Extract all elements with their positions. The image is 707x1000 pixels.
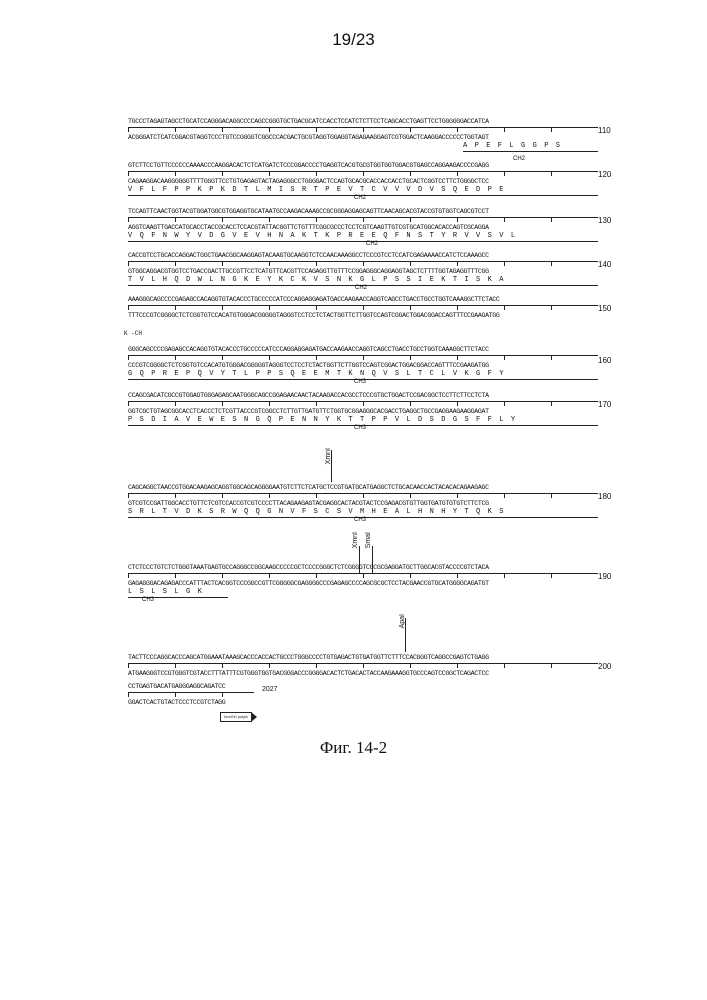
sequence-bottom-strand: GGACTCACTGTACTCCCTCCGTCTAGG (128, 699, 258, 707)
line-number: 200 (598, 662, 611, 671)
line-number: 160 (598, 356, 611, 365)
sequence-top-strand: TGCCCTAGAGTAGCCTGCATCCAGGGACAGGCCCCAGCCG… (128, 118, 598, 126)
sequence-ruler (128, 217, 598, 223)
feature-arrow: bovGH polyA (220, 712, 252, 722)
line-number: 170 (598, 400, 611, 409)
page-number: 19/23 (0, 30, 707, 50)
sequence-block-120: GTCTTCCTGTTCCCCCCAAAACCCAAGGACACTCTCATGA… (128, 162, 598, 196)
sequence-ruler (128, 305, 598, 311)
sequence-block-180: CAGCAGGCTAACCGTGGACAAGAGCAGGTGGCAGCAGGGG… (128, 484, 598, 518)
sequence-ruler (128, 493, 598, 499)
sequence-ruler (128, 573, 598, 579)
line-number: 150 (598, 304, 611, 313)
line-number: 180 (598, 492, 611, 501)
sequence-ruler (128, 127, 598, 133)
restriction-site-label: SmaI (365, 532, 372, 548)
sequence-bottom-strand: TTTCCCGTCGGGGCTCTCGGTGTCCACATGTGGGACGGGG… (128, 312, 598, 320)
amino-acid-translation: A P E F L G G P S (463, 142, 598, 152)
restriction-site-label: ApaI (399, 614, 406, 628)
sequence-ruler (128, 261, 598, 267)
sequence-bottom-strand: ACGGGATCTCATCGGACGTAGGTCCCTGTCCGGGGTCGGC… (128, 134, 598, 142)
sequence-top-strand: TACTTCCCAGGCACCCAGCATGGAAATAAAGCACCCACCA… (128, 654, 598, 662)
domain-label: CH3 (142, 597, 154, 604)
line-number: 140 (598, 260, 611, 269)
sequence-bottom-strand: GTGGCAGGACGTGGTCCTGACCGACTTGCCGTTCCTCATG… (128, 268, 598, 276)
sequence-block-170: CCAGCGACATCGCCGTGGAGTGGGAGAGCAATGGGCAGCC… (128, 392, 598, 426)
sequence-block-final: CCTGAGTGACATGAGGGAGGCAGATCC GGACTCACTGTA… (128, 683, 258, 707)
sequence-block-160: GGGCAGCCCCGAGAGCCACAGGTGTACACCCTGCCCCCAT… (128, 346, 598, 380)
sequence-top-strand: GGGCAGCCCCGAGAGCCACAGGTGTACACCCTGCCCCCAT… (128, 346, 598, 354)
line-number: 130 (598, 216, 611, 225)
sequence-block-130: TCCAGTTCAACTGGTACGTGGATGGCGTGGAGGTGCATAA… (128, 208, 598, 242)
sequence-block-150: AAAGGGCAGCCCCGAGAGCCACAGGTGTACACCCTGCCCC… (128, 296, 598, 320)
sequence-top-strand: CCTGAGTGACATGAGGGAGGCAGATCC (128, 683, 258, 691)
sequence-block-200: TACTTCCCAGGCACCCAGCATGGAAATAAAGCACCCACCA… (128, 654, 598, 678)
sequence-top-strand: CCAGCGACATCGCCGTGGAGTGGGAGAGCAATGGGCAGCC… (128, 392, 598, 400)
sequence-ruler (128, 401, 598, 407)
sequence-top-strand: CAGCAGGCTAACCGTGGACAAGAGCAGGTGGCAGCAGGGG… (128, 484, 598, 492)
domain-label: CH2 (355, 285, 367, 292)
domain-label: CH3 (354, 517, 366, 524)
sequence-end-count: 2027 (262, 686, 278, 693)
sequence-bottom-strand: GAGAGGGACAGAGACCCATTTACTCACGGTCCCGGCCGTT… (128, 580, 598, 588)
sequence-top-strand: AAAGGGCAGCCCCGAGAGCCACAGGTGTACACCCTGCCCC… (128, 296, 598, 304)
sequence-bottom-strand: CAGAAGGACAAGGGGGGTTTTGGGTTCCTGTGAGAGTACT… (128, 178, 598, 186)
restriction-site-label: XmnI (325, 448, 332, 464)
sequence-bottom-strand: CCCGTCGGGGCTCTCGGTGTCCACATGTGGGACGGGGGTA… (128, 362, 598, 370)
domain-label: CH3 (354, 379, 366, 386)
sequence-ruler (128, 663, 598, 669)
sequence-top-strand: GTCTTCCTGTTCCCCCCAAAACCCAAGGACACTCTCATGA… (128, 162, 598, 170)
sequence-block-140: CACCGTCCTGCACCAGGACTGGCTGAACGGCAAGGAGTAC… (128, 252, 598, 286)
sequence-top-strand: CTCTCCCTGTCTCTGGGTAAATGAGTGCCAGGGCCGGCAA… (128, 564, 598, 572)
sequence-ruler (128, 692, 254, 698)
sequence-top-strand: CACCGTCCTGCACCAGGACTGGCTGAACGGCAAGGAGTAC… (128, 252, 598, 260)
sequence-ruler (128, 355, 598, 361)
domain-label: CH3 (354, 425, 366, 432)
amino-acid-translation: V Q F N W Y V D G V E V H N A K T K P R … (128, 232, 598, 242)
sequence-bottom-strand: GGTCGCTGTAGCGGCACCTCACCCTCTCGTTACCCGTCGG… (128, 408, 598, 416)
sequence-block-110: TGCCCTAGAGTAGCCTGCATCCAGGGACAGGCCCCAGCCG… (128, 118, 598, 152)
restriction-site-label: XmnI (352, 532, 359, 548)
figure-caption: Фиг. 14-2 (0, 738, 707, 758)
line-number: 110 (598, 126, 611, 135)
line-number: 190 (598, 572, 611, 581)
sequence-top-strand: TCCAGTTCAACTGGTACGTGGATGGCGTGGAGGTGCATAA… (128, 208, 598, 216)
line-number: 120 (598, 170, 611, 179)
sequence-bottom-strand: ATGAAGGGTCCGTGGGTCGTACCTTTATTTCGTGGGTGGT… (128, 670, 598, 678)
side-note: K -CH (124, 330, 142, 337)
sequence-ruler (128, 171, 598, 177)
domain-label: CH2 (366, 241, 378, 248)
sequence-bottom-strand: GTCGTCCGATTGGCACCTGTTCTCGTCCACCGTCGTCCCC… (128, 500, 598, 508)
sequence-bottom-strand: AGGTCAAGTTGACCATGCACCTACCGCACCTCCACGTATT… (128, 224, 598, 232)
domain-label: CH2 (354, 195, 366, 202)
sequence-block-190: CTCTCCCTGTCTCTGGGTAAATGAGTGCCAGGGCCGGCAA… (128, 564, 598, 598)
